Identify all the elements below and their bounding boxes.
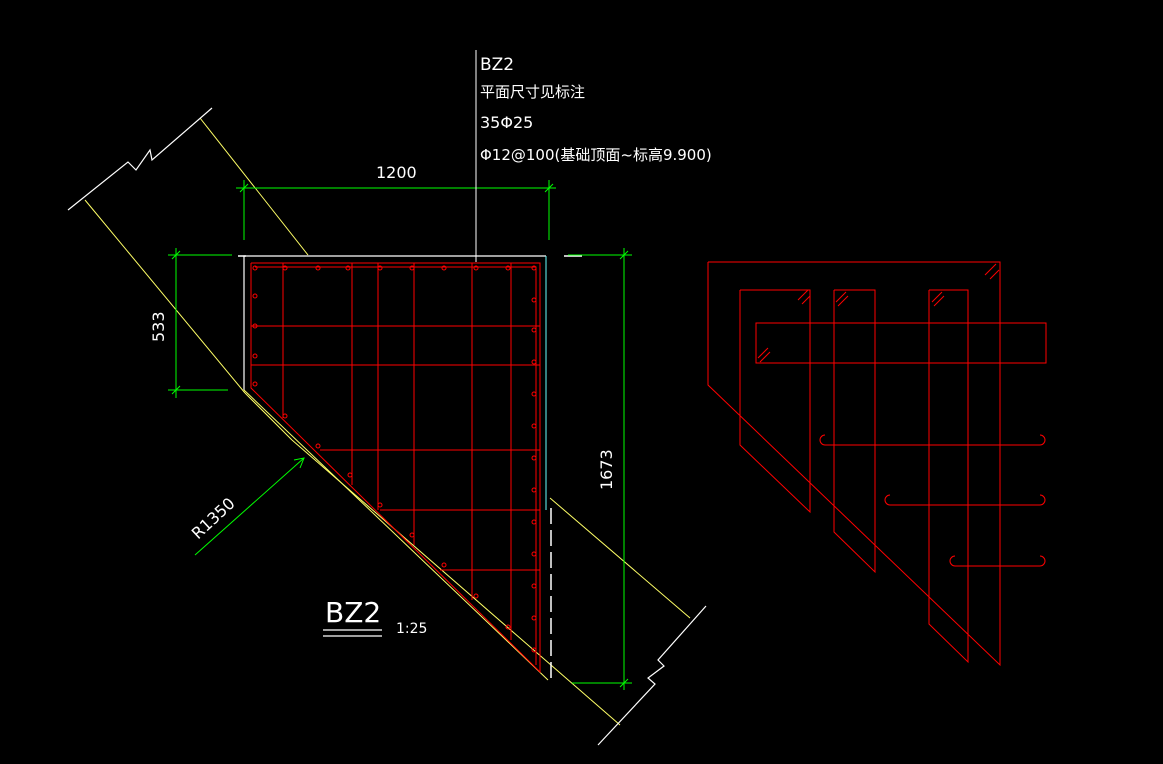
section-rebar (250, 262, 541, 674)
dim-top-width: 1200 (376, 163, 417, 182)
callout-line-2: 平面尺寸见标注 (480, 83, 585, 101)
dim-radius: R1350 (188, 494, 239, 543)
dim-left-height: 533 (149, 311, 168, 342)
rebar-detail (707, 261, 1047, 667)
column-outline (238, 255, 582, 682)
callout-line-3: 35Φ25 (480, 113, 533, 132)
wall-lines (84, 117, 691, 726)
callout-line-1: BZ2 (480, 55, 514, 75)
rebar-dots (252, 265, 537, 653)
section-title: BZ2 (325, 596, 381, 629)
dimension-lines (168, 180, 632, 690)
section-scale: 1:25 (396, 621, 427, 637)
break-lines (67, 107, 707, 746)
callout-line-4: Φ12@100(基础顶面~标高9.900) (480, 146, 712, 164)
dim-right-height: 1673 (597, 449, 616, 490)
